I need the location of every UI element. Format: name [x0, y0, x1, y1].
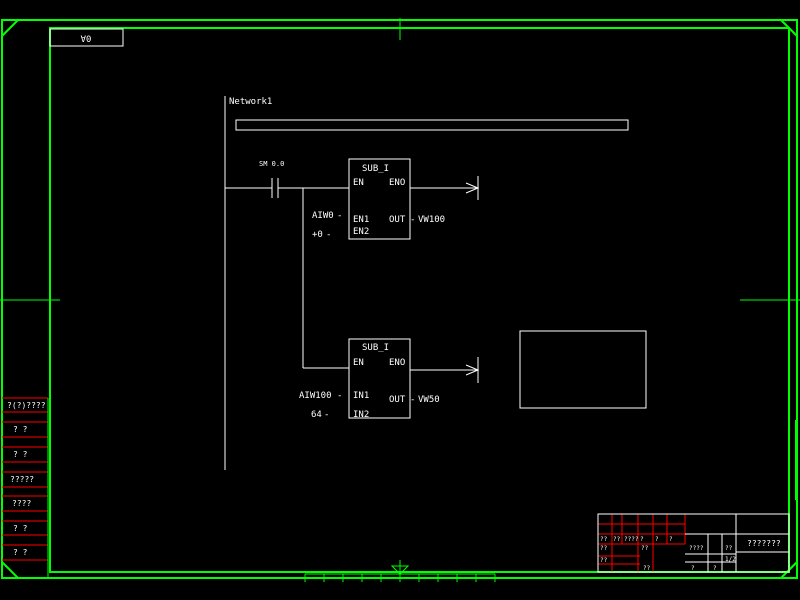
- block2-en: EN: [353, 358, 364, 368]
- block1-in2-dash: -: [326, 230, 331, 240]
- block2-in2-dash: -: [324, 410, 329, 420]
- block2-in2: IN2: [353, 410, 369, 420]
- tb-cell-12: ??: [600, 557, 608, 564]
- eno-arrow-1: [465, 176, 480, 200]
- annotation-box: [519, 330, 647, 409]
- eno-arrow-2: [465, 357, 480, 383]
- tb-cell-1: ??: [600, 536, 608, 543]
- block1-out-dash: -: [410, 215, 415, 225]
- block2-eno: ENO: [389, 358, 405, 368]
- tb-cell-10: ??: [725, 545, 733, 552]
- block1-in1: EN1: [353, 215, 369, 225]
- block2-in1-dash: -: [337, 391, 342, 401]
- bottom-scale: [304, 573, 496, 582]
- block1-out-operand: VW100: [418, 215, 445, 225]
- block2-out-operand: VW50: [418, 395, 440, 405]
- sheet-code: 0A: [80, 33, 91, 43]
- tb-cell-14: ?: [713, 565, 717, 572]
- tb-cell-4: ?: [640, 536, 644, 543]
- block2-out: OUT: [389, 395, 406, 405]
- tb-cell-2: ??: [613, 536, 621, 543]
- title-block: [597, 513, 790, 573]
- block1-in2: EN2: [353, 227, 369, 237]
- tb-cell-6: ?: [669, 536, 673, 543]
- block1-out: OUT: [389, 215, 406, 225]
- tb-cell-13: ?: [691, 565, 695, 572]
- block1-name: SUB_I: [362, 164, 389, 174]
- side-row-2: ? ?: [13, 425, 28, 434]
- tb-cell-8: ??: [641, 545, 649, 552]
- contact-label: SM 0.0: [259, 160, 284, 168]
- network-title: Network1: [229, 97, 272, 107]
- side-row-6: ? ?: [13, 524, 28, 533]
- side-row-3: ? ?: [13, 450, 28, 459]
- block2-in1: IN1: [353, 391, 369, 401]
- tb-cell-5: ?: [655, 536, 659, 543]
- block2-in2-operand: 64: [311, 410, 322, 420]
- block2-name: SUB_I: [362, 343, 389, 353]
- tb-cell-9: ????: [689, 545, 704, 552]
- block1-in2-operand: +0: [312, 230, 323, 240]
- block1-en: EN: [353, 178, 364, 188]
- side-row-5: ????: [12, 499, 31, 508]
- sheet-code-box: 0A: [49, 28, 124, 47]
- title-block-main-title: ???????: [747, 539, 781, 548]
- ladder-network: [224, 96, 647, 470]
- side-row-1: ?(?)????: [7, 401, 46, 410]
- sub-i-block-1: [348, 158, 411, 240]
- sub-i-block-2: [348, 338, 411, 419]
- network-comment-bar: [235, 119, 629, 131]
- block2-in1-operand: AIW100: [299, 391, 332, 401]
- corner-ticks: [1, 19, 798, 579]
- block2-out-dash: -: [410, 395, 415, 405]
- sheet-border: [1, 19, 798, 579]
- side-row-7: ? ?: [13, 548, 28, 557]
- block1-in1-dash: -: [337, 211, 342, 221]
- block1-in1-operand: AIW0: [312, 211, 334, 221]
- block1-eno: ENO: [389, 178, 405, 188]
- side-row-4: ?????: [10, 475, 34, 484]
- side-table: ?(?)???? ? ? ? ? ????? ???? ? ? ? ?: [2, 397, 49, 578]
- tb-cell-11: 1/2: [725, 556, 736, 563]
- tb-cell-3: ????: [624, 536, 639, 543]
- tb-cell-7: ??: [600, 545, 608, 552]
- tb-cell-15: ??: [643, 565, 651, 572]
- centering-marks: [0, 18, 800, 582]
